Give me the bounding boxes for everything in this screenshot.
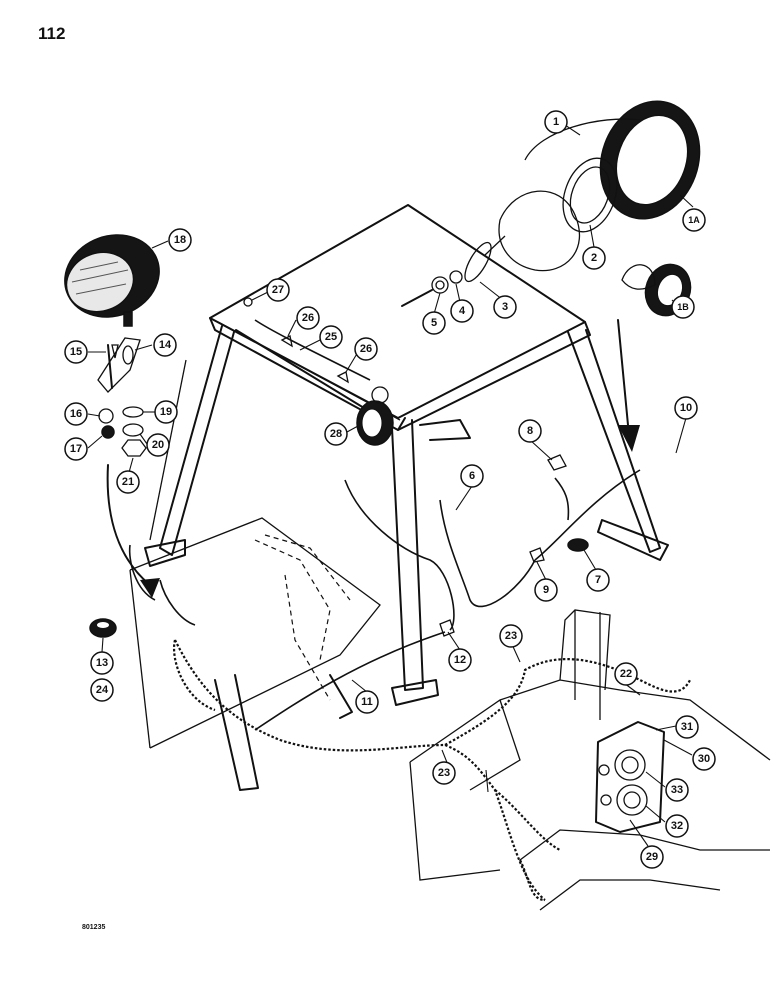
callout-19: 19 <box>154 400 178 424</box>
svg-text:19: 19 <box>160 406 172 418</box>
callout-30: 30 <box>692 747 716 771</box>
svg-text:13: 13 <box>96 657 108 669</box>
svg-text:6: 6 <box>469 470 475 482</box>
svg-text:33: 33 <box>671 784 683 796</box>
svg-text:1A: 1A <box>688 215 700 225</box>
drawing-code: 801235 <box>82 924 106 931</box>
callout-12: 12 <box>448 648 472 672</box>
callout-4: 4 <box>450 299 474 323</box>
page-number: 112 <box>38 24 66 43</box>
callout-27: 27 <box>266 278 290 302</box>
svg-text:10: 10 <box>680 402 692 414</box>
callout-2: 2 <box>582 246 606 270</box>
fender-panel <box>129 517 381 791</box>
svg-text:1B: 1B <box>677 302 689 312</box>
callout-17: 17 <box>64 437 88 461</box>
callout-6: 6 <box>460 464 484 488</box>
svg-text:17: 17 <box>70 443 82 455</box>
callout-9: 9 <box>534 578 558 602</box>
lamp-bracket-parts <box>97 337 147 457</box>
canopy-frame <box>144 204 669 706</box>
svg-text:14: 14 <box>159 339 172 351</box>
svg-text:18: 18 <box>174 234 186 246</box>
callout-31: 31 <box>675 715 699 739</box>
svg-text:3: 3 <box>502 301 508 313</box>
svg-text:11: 11 <box>361 696 373 708</box>
svg-text:32: 32 <box>671 820 683 832</box>
callout-8: 8 <box>518 419 542 443</box>
svg-text:28: 28 <box>330 428 342 440</box>
callout-14: 14 <box>153 333 177 357</box>
grommets-clips <box>89 454 589 638</box>
callout-11: 11 <box>355 690 379 714</box>
callout-16: 16 <box>64 402 88 426</box>
lamp-mount-hardware <box>401 241 492 307</box>
svg-text:26: 26 <box>302 312 314 324</box>
tractor-body <box>409 609 771 911</box>
callout-29: 29 <box>640 845 664 869</box>
svg-text:27: 27 <box>272 284 284 296</box>
svg-text:29: 29 <box>646 851 658 863</box>
svg-text:12: 12 <box>454 654 466 666</box>
callout-13: 13 <box>90 651 114 675</box>
callout-28: 28 <box>324 422 348 446</box>
switch-panel <box>595 721 665 833</box>
svg-text:20: 20 <box>152 439 164 451</box>
headlamp-assembly <box>484 100 701 317</box>
indicator-arrows <box>106 319 640 598</box>
wiring-harness <box>128 469 691 902</box>
svg-text:5: 5 <box>431 317 437 329</box>
callout-21: 21 <box>116 470 140 494</box>
callout-33: 33 <box>665 778 689 802</box>
callout-22: 22 <box>614 662 638 686</box>
svg-text:2: 2 <box>591 252 597 264</box>
callout-24: 24 <box>90 678 114 702</box>
callout-15: 15 <box>64 340 88 364</box>
roof-clips <box>243 297 371 384</box>
svg-text:9: 9 <box>543 584 549 596</box>
svg-text:23: 23 <box>438 767 450 779</box>
callout-25: 25 <box>319 325 343 349</box>
work-lamp <box>64 234 160 327</box>
callout-32: 32 <box>665 814 689 838</box>
callout-23-bottom: 23 <box>432 761 456 785</box>
svg-text:30: 30 <box>698 753 710 765</box>
svg-text:21: 21 <box>122 476 134 488</box>
callout-3: 3 <box>493 295 517 319</box>
svg-text:31: 31 <box>681 721 693 733</box>
callout-5: 5 <box>422 311 446 335</box>
callout-20: 20 <box>146 433 170 457</box>
svg-text:22: 22 <box>620 668 632 680</box>
callout-1a: 1A <box>682 208 706 232</box>
svg-text:24: 24 <box>96 684 109 696</box>
callout-26-top: 26 <box>296 306 320 330</box>
svg-text:4: 4 <box>459 305 466 317</box>
callout-23-top: 23 <box>499 624 523 648</box>
svg-text:26: 26 <box>360 343 372 355</box>
callout-18: 18 <box>168 228 192 252</box>
svg-text:16: 16 <box>70 408 82 420</box>
callout-10: 10 <box>674 396 698 420</box>
svg-text:8: 8 <box>527 425 533 437</box>
svg-text:15: 15 <box>70 346 82 358</box>
svg-text:25: 25 <box>325 331 337 343</box>
callout-7: 7 <box>586 568 610 592</box>
callout-26-bottom: 26 <box>354 337 378 361</box>
rear-lamp <box>356 386 394 446</box>
svg-text:23: 23 <box>505 630 517 642</box>
svg-text:7: 7 <box>595 574 601 586</box>
callout-1b: 1B <box>671 295 695 319</box>
svg-text:1: 1 <box>553 116 559 128</box>
callout-1: 1 <box>544 110 568 134</box>
